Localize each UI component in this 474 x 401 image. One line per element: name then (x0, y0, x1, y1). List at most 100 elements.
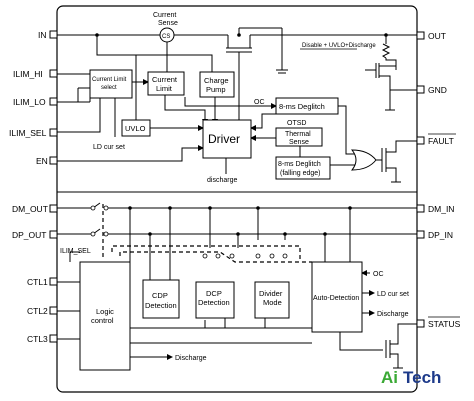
junction-dot (283, 232, 287, 236)
dashed-path-2 (119, 251, 312, 263)
deglitch-falling-text-1: 8-ms Deglitch (278, 161, 321, 168)
pin-ilim-lo-label: ILIM_LO (13, 97, 46, 107)
pin-out-label: OUT (428, 31, 446, 41)
switch-node (282, 253, 288, 259)
junction-dot (384, 33, 388, 37)
charge-pump-text-2: Pump (206, 85, 226, 94)
pin-square-ilim-sel (49, 128, 58, 137)
current-limit-block (147, 71, 185, 96)
driver-text: Driver (208, 132, 240, 146)
oc-right-label: OC (373, 271, 384, 278)
switch-node (103, 231, 109, 237)
climit-select-text-1: Current Limit (92, 77, 127, 83)
dcp-detection-block (195, 281, 235, 319)
pin-in-label: IN (38, 30, 47, 40)
thermal-sense-text-2: Sense (289, 139, 309, 146)
pin-gnd-label: GND (428, 85, 447, 95)
pin-square-en (49, 156, 58, 165)
climit-select-text-2: select (101, 85, 117, 91)
auto-detection-text: Auto-Detection (313, 295, 359, 302)
current-limit-select-block (89, 69, 133, 99)
or-gate (350, 149, 377, 171)
switch-node (215, 253, 221, 259)
pin-square-ilim-hi (49, 69, 58, 78)
pin-square-ctl3 (49, 334, 58, 343)
pin-square-ctl1 (49, 277, 58, 286)
cdp-detection-text-2: Detection (145, 301, 177, 310)
current-limit-text-1: Current (152, 75, 178, 84)
pin-square-dm-out (49, 204, 58, 213)
pin-square-fault (416, 136, 425, 145)
thermal-sense-text-1: Thermal (285, 131, 311, 138)
pin-ctl2-label: CTL2 (27, 306, 48, 316)
junction-dot (323, 232, 327, 236)
current-sense-circle (159, 27, 175, 43)
switch-node (202, 253, 208, 259)
junction-dot (348, 206, 352, 210)
auto-detection-block (311, 261, 363, 333)
dcp-detection-text-2: Detection (198, 298, 230, 307)
cdp-detection-block (142, 279, 180, 319)
pin-dm-in-label: DM_IN (428, 204, 454, 214)
switch-node (90, 205, 96, 211)
pin-square-status (416, 319, 425, 328)
charge-pump-text-1: Charge (204, 76, 229, 85)
junction-dot (256, 206, 260, 210)
pin-status-label: STATUS (428, 319, 461, 329)
dashed-path-1 (111, 245, 301, 262)
pin-square-ctl2 (49, 306, 58, 315)
pin-square-dp-in (416, 230, 425, 239)
watermark-ai: Ai (381, 368, 398, 387)
watermark-tech: Tech (403, 368, 441, 387)
divider-mode-text-1: Divider (259, 289, 283, 298)
uvlo-block (121, 119, 151, 137)
pin-square-dp-out (49, 230, 58, 239)
driver-block (202, 119, 252, 159)
discharge-label: discharge (207, 177, 237, 184)
dcp-detection-text-1: DCP (206, 289, 222, 298)
current-limit-text-2: Limit (156, 84, 173, 93)
pin-ctl1-label: CTL1 (27, 277, 48, 287)
pin-ilim-hi-label: ILIM_HI (13, 69, 43, 79)
current-sense-label-1: Current (153, 12, 176, 19)
switch-node (269, 253, 275, 259)
cdp-detection-text-1: CDP (152, 291, 168, 300)
logic-control-block (79, 261, 131, 371)
pin-square-out (416, 31, 425, 40)
switch-node (103, 205, 109, 211)
otsd-label: OTSD (287, 120, 306, 127)
thermal-sense-block (275, 127, 323, 147)
pin-square-gnd (416, 85, 425, 94)
junction-dot (128, 206, 132, 210)
pin-dp-out-label: DP_OUT (12, 230, 46, 240)
pin-en-label: EN (36, 156, 48, 166)
pin-dp-in-label: DP_IN (428, 230, 453, 240)
charge-pump-block (199, 71, 235, 98)
deglitch-falling-text-2: (falling edge) (280, 170, 320, 177)
chip-outline (56, 5, 418, 393)
ld-cur-set-label: LD cur set (93, 144, 125, 151)
junction-dot (148, 232, 152, 236)
current-sense-label-2: Sense (158, 20, 178, 27)
pin-ilim-sel-label: ILIM_SEL (9, 128, 47, 138)
uvlo-text: UVLO (125, 124, 146, 133)
junction-dot (95, 33, 99, 37)
switch-node (90, 231, 96, 237)
deglitch-falling-block (275, 156, 331, 180)
pin-fault-label: FAULT (428, 136, 454, 146)
logic-control-text-1: Logic (96, 307, 114, 316)
ld-cur-set-right-label: LD cur set (377, 291, 409, 298)
junction-dot (237, 33, 241, 37)
oc-label: OC (254, 99, 265, 106)
discharge-bottom-label: Discharge (175, 355, 207, 362)
pin-square-ilim-lo (49, 97, 58, 106)
ilim-sel-inner-label: ILIM_SEL (60, 248, 91, 255)
junction-dot (236, 232, 240, 236)
deglitch-text: 8-ms Deglitch (279, 102, 325, 111)
pin-dm-out-label: DM_OUT (12, 204, 48, 214)
cs-label: CS (162, 34, 170, 40)
pin-ctl3-label: CTL3 (27, 334, 48, 344)
junction-dot (208, 206, 212, 210)
pin-square-dm-in (416, 204, 425, 213)
